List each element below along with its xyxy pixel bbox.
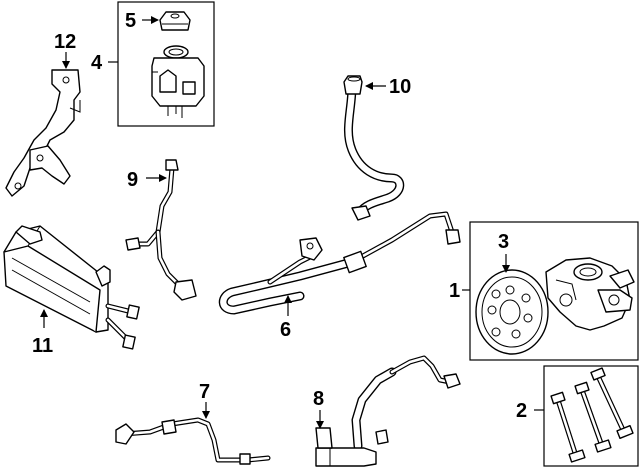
- callout-9: 9: [127, 169, 138, 191]
- callout-6: 6: [280, 319, 291, 341]
- pump-box: [469, 221, 639, 361]
- bolts-box: [543, 365, 639, 467]
- mounting-bolts-part[interactable]: [550, 367, 634, 463]
- reservoir-box: [117, 1, 215, 127]
- callout-10: 10: [389, 76, 411, 98]
- harness-line-part[interactable]: [125, 159, 197, 301]
- callout-1: 1: [449, 280, 460, 302]
- callout-11: 11: [32, 335, 53, 357]
- callout-7: 7: [199, 381, 210, 403]
- lower-pressure-line-part[interactable]: [315, 355, 461, 467]
- upper-hose-part[interactable]: [343, 75, 405, 221]
- callout-8: 8: [313, 388, 324, 410]
- callout-12: 12: [54, 31, 76, 53]
- callout-2: 2: [516, 400, 527, 422]
- oil-cooler-part[interactable]: [3, 225, 140, 350]
- lower-return-line-part[interactable]: [115, 417, 271, 465]
- pressure-hose-part[interactable]: [218, 211, 461, 315]
- callout-5: 5: [125, 10, 136, 32]
- pump-body-part[interactable]: [545, 257, 635, 331]
- mounting-bracket-part[interactable]: [5, 69, 81, 197]
- callout-4: 4: [91, 52, 103, 74]
- callout-3: 3: [498, 231, 509, 253]
- pump-pulley-part[interactable]: [475, 269, 549, 355]
- reservoir-body-part[interactable]: [151, 45, 205, 118]
- reservoir-cap-part[interactable]: [159, 11, 191, 31]
